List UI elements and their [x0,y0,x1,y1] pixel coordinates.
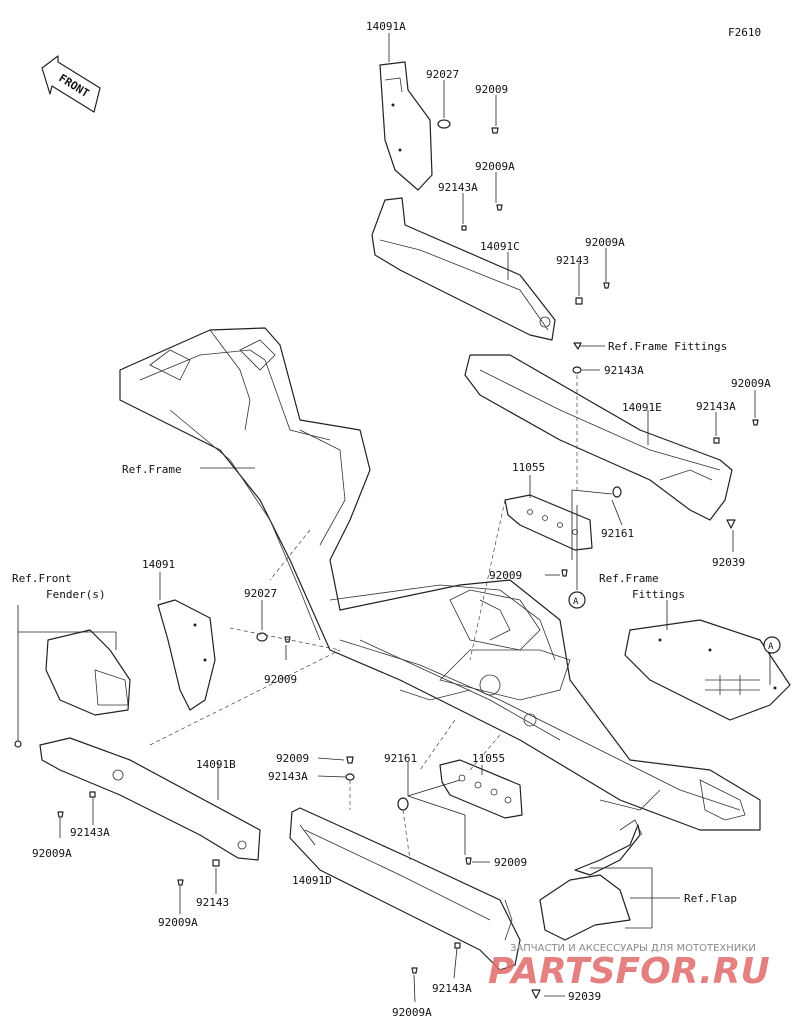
screw-92009A-5 [177,879,184,886]
screw-92009-bot2 [465,857,472,865]
label-92009-left: 92009 [264,673,297,686]
reference-a-marker-2 [763,636,781,654]
label-92009A-3: 92009A [731,377,771,390]
watermark-logo: PARTSFOR.RU [488,951,770,992]
label-circle-a-1: A [573,597,579,607]
label-92009A-5: 92009A [158,916,198,929]
washer-92027-left [256,632,268,642]
leader-lines [17,33,771,1003]
part-labels: 14091A 92027 92009 92009A 92143A 14091C … [12,20,774,1019]
label-92143A-5: 92143A [268,770,308,783]
watermark: ЗАПЧАСТИ И АКСЕССУАРЫ ДЛЯ МОТОТЕХНИКИ PA… [488,943,770,992]
nut-92143A-5 [345,773,355,781]
label-14091C: 14091C [480,240,520,253]
label-ref-frame-fittings-right-2: Fittings [632,588,685,601]
flap-ref [539,819,643,941]
label-92009-mid: 92009 [489,569,522,582]
screw-92009-mid [561,569,568,577]
front-arrow-icon: FRONT [41,55,101,113]
nut-92143A-6 [454,942,461,949]
label-92143A-4: 92143A [70,826,110,839]
screw-92009A-1 [496,204,503,211]
screw-92009A-2 [603,282,610,289]
part-14091 [157,599,216,711]
washer-92027-top [437,119,451,129]
label-11055-bot: 11055 [472,752,505,765]
label-92143-1: 92143 [556,254,589,267]
part-14091D [289,807,521,971]
part-14091C [371,197,556,341]
label-92161-top: 92161 [601,527,634,540]
label-92161-bot: 92161 [384,752,417,765]
label-92009A-4: 92009A [32,847,72,860]
screw-92009A-3 [752,419,759,426]
part-14091E [464,354,733,521]
alignment-lines [149,375,578,861]
label-92009-bot2: 92009 [494,856,527,869]
grommet-92161-bottom [397,797,409,811]
label-14091E: 14091E [622,401,662,414]
label-92027-top: 92027 [426,68,459,81]
frame-drawing [119,327,761,831]
label-92009-bot: 92009 [276,752,309,765]
label-ref-front-fender-1: Ref.Front [12,572,72,585]
screw-92009A-6 [411,967,418,974]
part-14091A [379,61,433,191]
nut-92143A-2 [572,366,582,374]
part-14091B [39,737,261,861]
screw-92009A-4 [57,811,64,818]
label-circle-a-2: A [768,642,774,652]
label-14091: 14091 [142,558,175,571]
label-14091D: 14091D [292,874,332,887]
label-11055-top: 11055 [512,461,545,474]
screw-92009-bot [346,756,354,764]
nut-92143-2 [212,859,220,867]
label-92009A-2: 92009A [585,236,625,249]
figure-code: F2610 [728,26,761,39]
label-92143-2: 92143 [196,896,229,909]
front-fender-ref [45,629,131,716]
clip-92039-top [726,519,736,529]
label-92143A-3: 92143A [696,400,736,413]
label-92009A-6: 92009A [392,1006,432,1019]
screw-92009-top [491,127,499,134]
label-92143A-6: 92143A [432,982,472,995]
label-14091B: 14091B [196,758,236,771]
frame-fittings-plate [624,619,791,721]
label-92039-top: 92039 [712,556,745,569]
label-92143A-2: 92143A [604,364,644,377]
label-92039-bot: 92039 [568,990,601,1003]
nut-92143A-4 [89,791,96,798]
label-14091A: 14091A [366,20,406,33]
clip-ref-front-fender [14,740,22,748]
label-ref-frame: Ref.Frame [122,463,182,476]
label-ref-frame-fittings-top: Ref.Frame Fittings [608,340,727,353]
nut-92143A-3 [713,437,720,444]
label-92027-left: 92027 [244,587,277,600]
label-92009A-1: 92009A [475,160,515,173]
nut-92143A-1 [461,225,467,231]
label-92009-top: 92009 [475,83,508,96]
label-ref-flap: Ref.Flap [684,892,737,905]
clip-92039-bot [531,989,541,999]
label-ref-frame-fittings-right-1: Ref.Frame [599,572,659,585]
grommet-92161-top [612,486,622,498]
label-92143A-1: 92143A [438,181,478,194]
reference-a-marker-1 [568,591,586,609]
nut-92143-1 [575,297,583,305]
label-ref-front-fender-2: Fender(s) [46,588,106,601]
part-11055-lower [439,759,523,819]
watermark-tagline: ЗАПЧАСТИ И АКСЕССУАРЫ ДЛЯ МОТОТЕХНИКИ [510,943,756,954]
screw-ref-frame-fittings [573,342,582,350]
part-11055-upper [504,494,593,551]
